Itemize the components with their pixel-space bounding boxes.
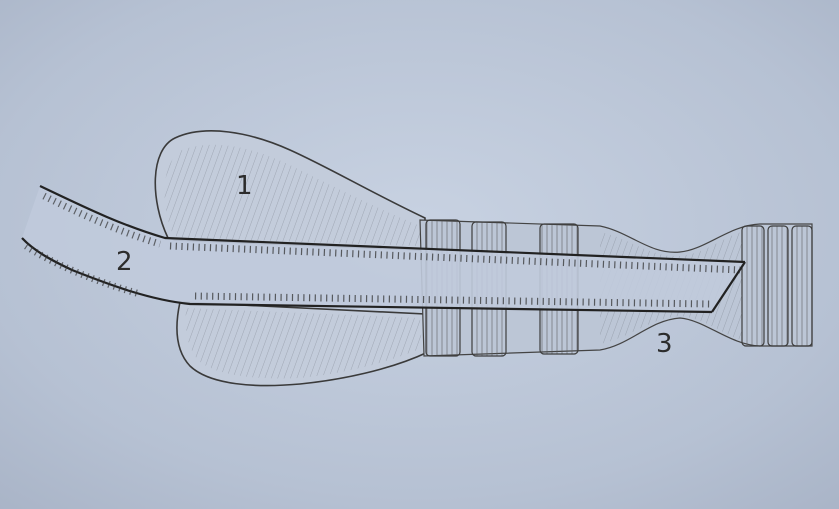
label-2: 2: [116, 247, 133, 277]
label-1: 1: [236, 171, 253, 201]
ring-band: [742, 226, 764, 346]
ring-band: [792, 226, 812, 346]
ring-band: [768, 226, 788, 346]
label-3: 3: [656, 329, 673, 359]
